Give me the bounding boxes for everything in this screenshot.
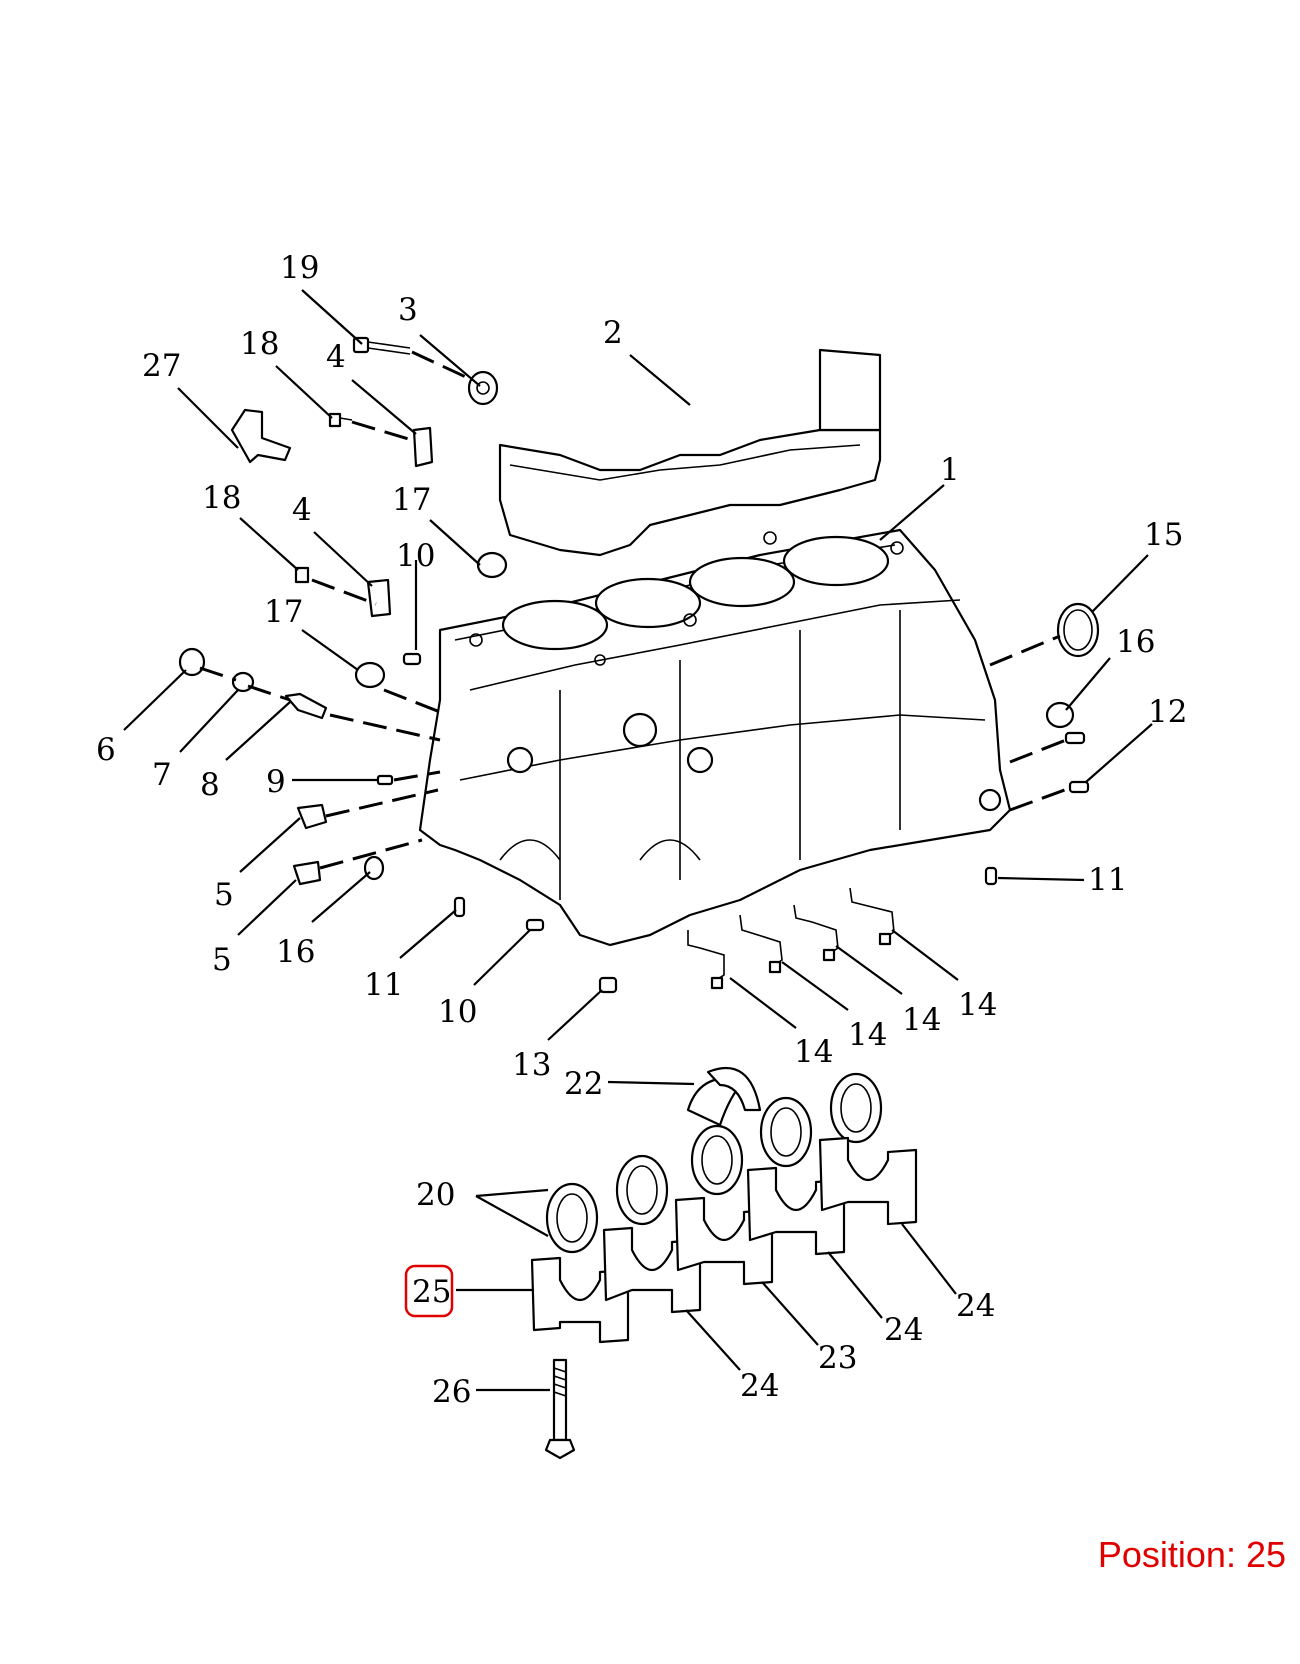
label-27[interactable]: 27 <box>142 348 181 384</box>
bolt-18-mid[interactable] <box>294 566 310 584</box>
position-readout: Position: 25 <box>1097 1534 1286 1575</box>
label-10-top[interactable]: 10 <box>396 538 435 574</box>
label-24-c[interactable]: 24 <box>956 1288 995 1324</box>
label-22[interactable]: 22 <box>564 1066 603 1102</box>
label-6[interactable]: 6 <box>96 732 116 768</box>
oil-jet-14-c[interactable] <box>793 904 839 962</box>
bearing-shells-20[interactable] <box>545 1072 883 1254</box>
pin-10-bottom[interactable] <box>525 918 545 932</box>
label-20[interactable]: 20 <box>416 1177 455 1213</box>
thrust-washer-22[interactable] <box>686 1066 762 1127</box>
label-23[interactable]: 23 <box>818 1340 857 1376</box>
label-7[interactable]: 7 <box>152 757 172 793</box>
label-14-a[interactable]: 14 <box>794 1034 833 1070</box>
label-16-left[interactable]: 16 <box>276 934 315 970</box>
pin-11-right[interactable] <box>984 866 998 886</box>
label-24-a[interactable]: 24 <box>740 1368 779 1404</box>
label-11-right[interactable]: 11 <box>1088 862 1127 898</box>
label-13[interactable]: 13 <box>512 1047 551 1083</box>
bearing-cap-24-c[interactable] <box>818 1136 918 1226</box>
label-12[interactable]: 12 <box>1148 694 1187 730</box>
bolt-19[interactable] <box>352 336 411 355</box>
bolt-18-top[interactable] <box>328 412 353 428</box>
bracket-27[interactable] <box>230 408 292 464</box>
washer-7[interactable] <box>231 671 255 693</box>
part-labels: 1 2 3 4 4 5 5 6 7 8 9 10 10 11 11 12 13 … <box>96 250 1187 1410</box>
label-3[interactable]: 3 <box>398 292 418 328</box>
bearing-cap-24-b[interactable] <box>746 1166 846 1256</box>
label-17-mid[interactable]: 17 <box>264 594 303 630</box>
label-14-d[interactable]: 14 <box>958 987 997 1023</box>
pin-10-top[interactable] <box>402 652 422 666</box>
sensor-3[interactable] <box>467 370 499 406</box>
pin-9[interactable] <box>376 774 394 786</box>
oil-jet-14-b[interactable] <box>739 914 783 974</box>
label-25[interactable]: 25 <box>412 1274 451 1310</box>
plug-17-mid[interactable] <box>354 661 386 689</box>
label-8[interactable]: 8 <box>200 767 220 803</box>
dowel-13[interactable] <box>598 976 618 994</box>
plug-5-top[interactable] <box>296 803 328 830</box>
assembly-lines <box>199 350 1071 870</box>
bolt-8[interactable] <box>284 692 328 720</box>
label-18-mid[interactable]: 18 <box>202 480 241 516</box>
label-17-top[interactable]: 17 <box>392 482 431 518</box>
leader-lines <box>123 289 1153 1392</box>
bracket-4-mid[interactable] <box>366 578 392 618</box>
bracket-4-top[interactable] <box>412 426 434 468</box>
label-26[interactable]: 26 <box>432 1374 471 1410</box>
selected-position-highlight <box>404 1264 454 1318</box>
head-gasket[interactable] <box>498 348 882 557</box>
label-4-mid[interactable]: 4 <box>292 492 312 528</box>
oring-15[interactable] <box>1056 602 1100 658</box>
bearing-cap-24-a[interactable] <box>602 1226 702 1314</box>
label-9[interactable]: 9 <box>266 764 286 800</box>
label-4-top[interactable]: 4 <box>326 339 346 375</box>
plug-5-bottom[interactable] <box>292 860 322 886</box>
label-18-top[interactable]: 18 <box>240 326 279 362</box>
engine-block[interactable] <box>418 528 1012 947</box>
label-11-left[interactable]: 11 <box>364 967 403 1003</box>
label-24-b[interactable]: 24 <box>884 1312 923 1348</box>
label-14-b[interactable]: 14 <box>848 1017 887 1053</box>
bearing-cap-25[interactable] <box>530 1256 630 1344</box>
label-14-c[interactable]: 14 <box>902 1002 941 1038</box>
plug-17-top[interactable] <box>476 551 508 579</box>
bearing-cap-23[interactable] <box>674 1196 774 1286</box>
label-19[interactable]: 19 <box>280 250 319 286</box>
oil-jet-14-a[interactable] <box>687 930 725 990</box>
label-10-bottom[interactable]: 10 <box>438 994 477 1030</box>
label-5-bottom[interactable]: 5 <box>212 942 232 978</box>
plug-6[interactable] <box>178 647 206 677</box>
cap-bolt-26[interactable] <box>544 1358 576 1460</box>
label-15[interactable]: 15 <box>1144 517 1183 553</box>
pin-11-left[interactable] <box>453 896 466 918</box>
label-1[interactable]: 1 <box>940 452 960 488</box>
pin-12-bottom[interactable] <box>1068 780 1090 794</box>
pin-12-top[interactable] <box>1064 731 1086 745</box>
label-16-right[interactable]: 16 <box>1116 624 1155 660</box>
label-2[interactable]: 2 <box>603 315 623 351</box>
label-5-top[interactable]: 5 <box>214 877 234 913</box>
seal-16-left[interactable] <box>363 855 385 881</box>
oil-jet-14-d[interactable] <box>849 887 895 946</box>
